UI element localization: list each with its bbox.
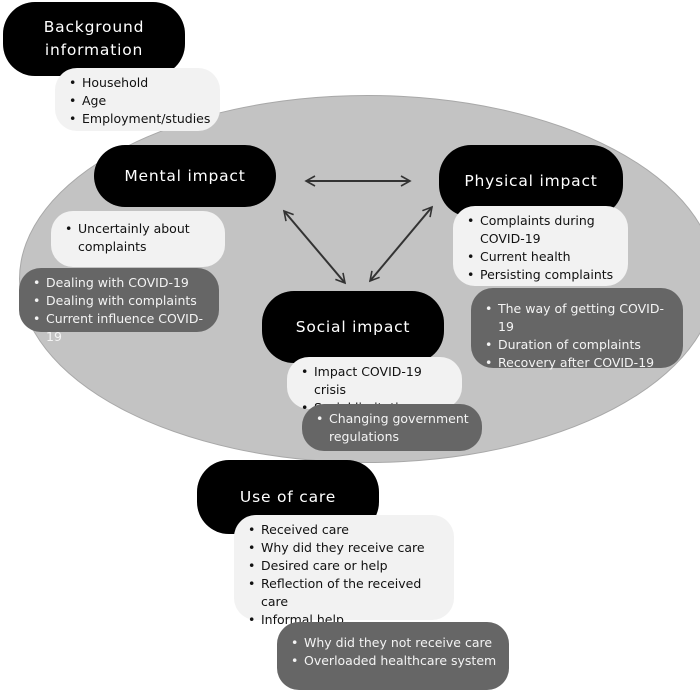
list-item: Received care <box>248 521 444 539</box>
arrow-physical-social <box>368 205 434 283</box>
care-dark-list: Why did they not receive care Overloaded… <box>277 622 509 690</box>
list-item: Age <box>69 92 210 110</box>
list-item: Impact COVID-19 crisis <box>301 363 452 399</box>
list-item: Why did they receive care <box>248 539 444 557</box>
social-dark-list: Changing government regulations <box>302 404 482 451</box>
social-title: Social impact <box>262 291 444 363</box>
list-item: The way of getting COVID-19 <box>485 300 673 336</box>
physical-list: Complaints during COVID-19 Current healt… <box>453 206 628 286</box>
background-title: Background information <box>3 2 185 76</box>
list-item: Persisting complaints <box>467 266 618 284</box>
list-item: Uncertainly about complaints <box>65 220 215 256</box>
background-list: Household Age Employment/studies <box>55 68 220 131</box>
list-item: Current health <box>467 248 618 266</box>
list-item: Desired care or help <box>248 557 444 575</box>
physical-title: Physical impact <box>439 145 623 217</box>
list-item: Overloaded healthcare system <box>291 652 499 670</box>
list-item: Duration of complaints <box>485 336 673 354</box>
list-item: Employment/studies <box>69 110 210 128</box>
social-list: Impact COVID-19 crisis Social limitation… <box>287 357 462 417</box>
mental-list: Uncertainly about complaints <box>51 211 225 267</box>
arrow-mental-social <box>282 209 347 285</box>
list-item: Current influence COVID-19 <box>33 310 209 346</box>
list-item: Dealing with COVID-19 <box>33 274 209 292</box>
list-item: Household <box>69 74 210 92</box>
care-list: Received care Why did they receive care … <box>234 515 454 629</box>
list-item: Why did they not receive care <box>291 634 499 652</box>
physical-dark-list: The way of getting COVID-19 Duration of … <box>471 288 683 372</box>
list-item: Changing government regulations <box>316 410 472 446</box>
mental-dark-list: Dealing with COVID-19 Dealing with compl… <box>19 268 219 344</box>
background-title-line1: Background <box>43 18 145 36</box>
background-title-line2: information <box>44 41 144 59</box>
list-item: Recovery after COVID-19 <box>485 354 673 372</box>
list-item: Complaints during COVID-19 <box>467 212 618 248</box>
list-item: Dealing with complaints <box>33 292 209 310</box>
list-item: Reflection of the received care <box>248 575 444 611</box>
mental-title: Mental impact <box>94 145 276 207</box>
